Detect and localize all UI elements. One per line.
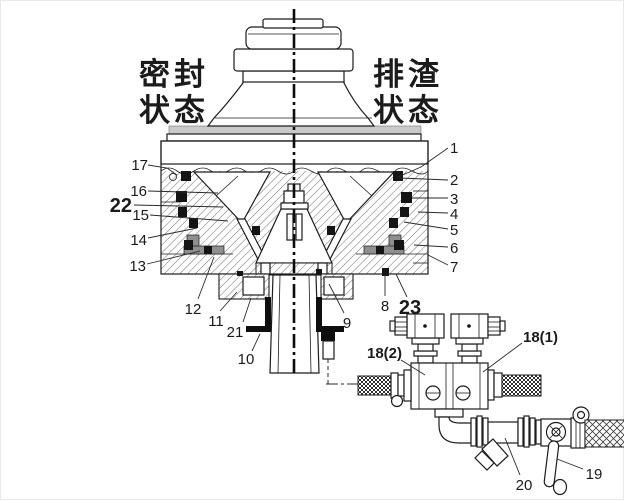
leader-lines (133, 147, 584, 476)
union-fitting-1 (470, 415, 489, 448)
left-funnel-cavity (192, 171, 272, 225)
callout-9: 9 (343, 315, 351, 332)
callout-labels: 17 16 22 15 14 13 12 11 21 10 1 2 3 4 5 … (110, 140, 603, 494)
callout-2: 2 (450, 172, 458, 189)
valve-handle (543, 440, 560, 488)
solenoid-valve-left (389, 313, 445, 364)
left-discharge-slot (260, 262, 271, 276)
callout-5: 5 (450, 222, 458, 239)
hose-bolt-left (390, 394, 404, 408)
valve-manifold-assembly (357, 313, 542, 410)
callout-1: 1 (450, 140, 458, 157)
callout-8: 8 (381, 298, 389, 315)
callout-7: 7 (450, 259, 458, 276)
state-label-right: 排渣 状态 (373, 57, 443, 128)
callout-23: 23 (399, 297, 421, 319)
hose-end-fitting (570, 406, 590, 449)
callout-12: 12 (185, 301, 202, 318)
callout-15: 15 (132, 207, 149, 224)
right-lug-port (323, 276, 345, 296)
union-fitting-2 (517, 415, 542, 448)
manifold-port-nut (434, 408, 464, 418)
braided-hose-right (487, 369, 542, 401)
handle-knob (552, 478, 568, 496)
callout-22: 22 (110, 195, 132, 217)
flush-elbow-right (316, 297, 344, 360)
left-seal-stack (176, 171, 260, 250)
right-seal-stack (327, 171, 412, 276)
right-funnel-cavity (316, 171, 396, 225)
callout-19: 19 (586, 466, 603, 483)
spring-detail (169, 173, 177, 181)
braided-hose-left (357, 369, 412, 408)
callout-18-2: 18(2) (367, 345, 402, 362)
callout-21: 21 (227, 324, 244, 341)
callout-11: 11 (208, 313, 224, 330)
callout-4: 4 (450, 206, 458, 223)
state-right-line1: 排渣 (373, 57, 443, 92)
manifold-block (410, 362, 489, 410)
state-left-line1: 密封 (139, 57, 209, 92)
callout-6: 6 (450, 240, 458, 257)
dome-bell (206, 80, 376, 127)
drain-elbow-pipe (438, 416, 472, 444)
callout-10: 10 (238, 351, 255, 368)
state-left-line2: 状态 (139, 93, 209, 128)
callout-18-1: 18(1) (523, 329, 558, 346)
y-strainer (474, 421, 519, 471)
connector-plug-right (487, 316, 501, 336)
drain-nipple (322, 340, 335, 360)
callout-3: 3 (450, 191, 458, 208)
supply-pipeline (434, 406, 624, 496)
fitting-eye (572, 406, 590, 424)
callout-16: 16 (130, 183, 147, 200)
solenoid-valve-right (450, 313, 506, 364)
connector-plug-left (394, 316, 408, 336)
left-lug-port (242, 276, 265, 296)
ball-valve (540, 418, 573, 496)
callout-13: 13 (129, 258, 146, 275)
state-right-line2: 状态 (373, 93, 443, 128)
callout-14: 14 (130, 232, 147, 249)
flush-elbow-left (246, 297, 271, 332)
strainer-cap (474, 450, 495, 471)
supply-hose (584, 419, 624, 448)
discharge-tube (269, 274, 320, 374)
callout-20: 20 (516, 477, 533, 494)
state-label-left: 密封 状态 (139, 57, 209, 128)
callout-17: 17 (131, 157, 148, 174)
bottom-section (218, 269, 354, 374)
